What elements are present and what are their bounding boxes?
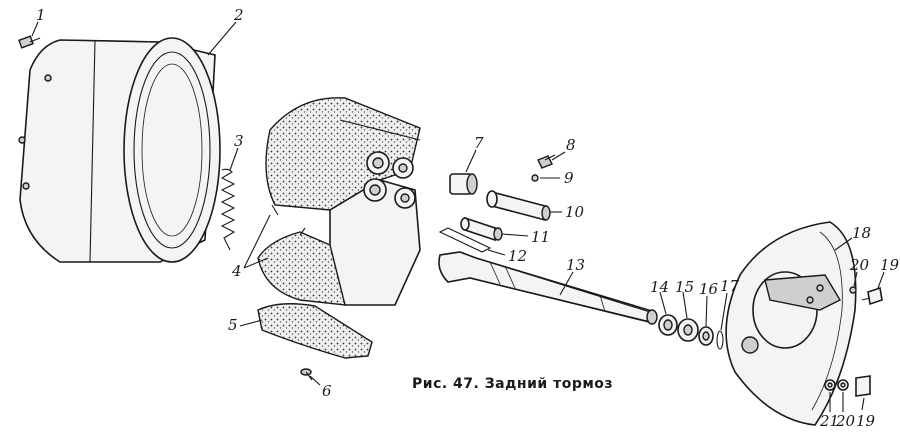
label-7: 7 (474, 134, 484, 152)
part-washer-16 (698, 326, 714, 346)
figure-caption: Рис. 47. Задний тормоз (412, 376, 613, 392)
label-19-top: 19 (880, 256, 900, 274)
part-camshaft-13 (438, 251, 658, 325)
label-6: 6 (322, 382, 332, 400)
part-bolt-1 (18, 35, 41, 49)
label-15: 15 (675, 278, 694, 296)
part-backing-plate-18 (725, 221, 857, 426)
label-4: 4 (231, 262, 242, 280)
part-wire-12 (438, 227, 492, 253)
label-18: 18 (852, 224, 871, 242)
part-bolt-19-bottom (855, 375, 871, 397)
part-washer-9 (531, 174, 539, 182)
part-washer-15 (677, 318, 699, 342)
part-spring (220, 168, 236, 251)
label-13: 13 (566, 256, 585, 274)
part-rivet-6 (300, 368, 313, 381)
label-16: 16 (699, 280, 719, 298)
label-19-bottom: 19 (856, 412, 876, 430)
part-bushing-10 (486, 190, 551, 222)
label-2: 2 (233, 6, 244, 24)
label-5: 5 (228, 316, 238, 334)
part-bolt-19-top (861, 286, 883, 306)
part-ring-17 (716, 330, 724, 350)
label-1: 1 (36, 6, 46, 24)
part-washer-14 (658, 314, 678, 336)
label-20-bottom: 20 (835, 412, 856, 430)
part-lining-5 (257, 303, 373, 359)
part-nipple-8 (537, 154, 556, 169)
part-brake-shoes (257, 97, 421, 306)
label-17: 17 (720, 277, 740, 295)
label-10: 10 (565, 203, 585, 221)
part-washer-21 (824, 379, 836, 391)
part-bushing-7 (449, 173, 478, 195)
part-labels: 1 2 3 4 5 6 7 8 9 10 11 12 13 14 15 16 1… (36, 6, 900, 430)
leader-lines (31, 21, 885, 412)
part-washer-20-top (849, 286, 857, 294)
label-8: 8 (566, 136, 576, 154)
part-brake-drum (18, 37, 221, 263)
label-14: 14 (650, 278, 669, 296)
part-pin-11 (460, 216, 503, 242)
label-11: 11 (531, 228, 550, 246)
label-21: 21 (819, 412, 839, 430)
label-9: 9 (564, 169, 574, 187)
label-12: 12 (508, 247, 527, 265)
part-washer-20-bottom (837, 379, 849, 391)
label-20-top: 20 (849, 256, 870, 274)
label-3: 3 (234, 132, 244, 150)
